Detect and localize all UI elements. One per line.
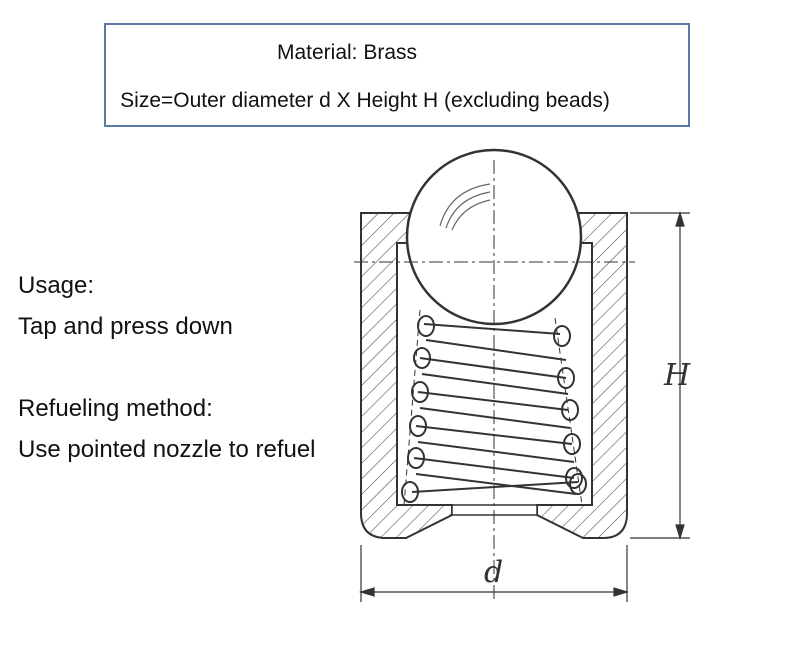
refueling-heading: Refueling method:: [18, 395, 213, 422]
size-text: Size=Outer diameter d X Height H (exclud…: [120, 89, 610, 112]
diameter-label: d: [484, 555, 503, 590]
usage-text: Tap and press down: [18, 313, 233, 340]
height-label: H: [663, 358, 691, 393]
material-text: Material: Brass: [276, 41, 418, 64]
spec-box: Material: Brass Size=Outer diameter d X …: [104, 23, 690, 127]
diameter-dimension: [358, 545, 630, 602]
refueling-text: Use pointed nozzle to refuel: [18, 436, 316, 463]
height-dimension: [630, 210, 690, 541]
housing-right-wall: [536, 212, 628, 539]
usage-heading: Usage:: [18, 272, 95, 299]
housing-left-wall: [360, 212, 453, 539]
